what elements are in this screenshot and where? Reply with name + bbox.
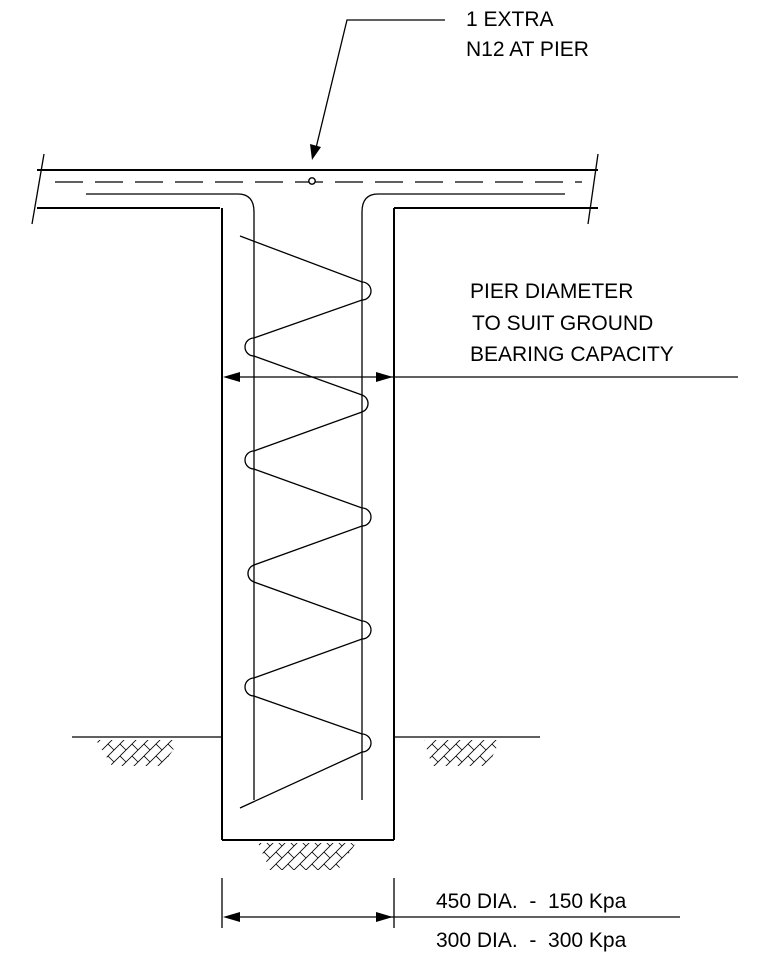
sizing-row-300: 300 DIA. - 300 Kpa — [436, 929, 627, 952]
pier-diameter-dimension — [223, 372, 738, 382]
extra-bar-dot — [308, 177, 316, 185]
earth-hatching — [96, 740, 500, 870]
extra-bar-callout-line-1: 1 EXTRA — [466, 8, 554, 31]
extra-bar-callout-line-2: N12 AT PIER — [466, 38, 589, 61]
bottom-width-dimension — [221, 878, 680, 928]
slab-reinforcement — [55, 181, 582, 800]
spiral-ligature — [239, 235, 372, 809]
slab — [31, 153, 599, 225]
pier-diameter-note-line-1: PIER DIAMETER — [470, 280, 634, 303]
pier-diameter-note-line-3: BEARING CAPACITY — [470, 343, 674, 366]
pier-outline — [221, 208, 395, 841]
sizing-row-450: 450 DIA. - 150 Kpa — [436, 890, 627, 913]
pier-diameter-note-line-2: TO SUIT GROUND — [472, 312, 654, 335]
extra-bar-leader — [310, 19, 445, 160]
